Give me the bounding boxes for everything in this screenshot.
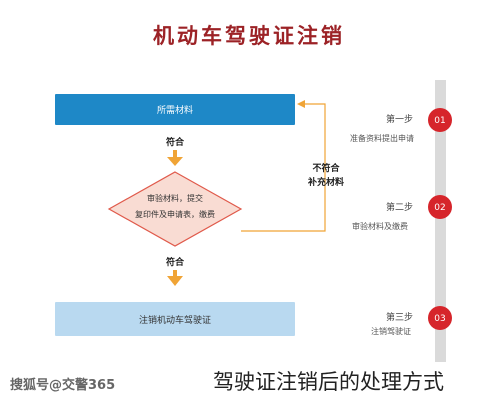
step-2-title: 第二步 bbox=[386, 203, 414, 213]
step-badge-02-label: 02 bbox=[434, 203, 445, 213]
arrow-down-1 bbox=[167, 157, 183, 166]
arrow-down-2 bbox=[167, 276, 183, 286]
watermark-text: 搜狐号@交警365 bbox=[10, 378, 116, 393]
step-badge-01-label: 01 bbox=[434, 116, 445, 126]
step-2-desc: 审验材料及缴费 bbox=[352, 222, 408, 231]
label-pass-1: 符合 bbox=[165, 138, 184, 148]
box-cancel-license bbox=[55, 302, 295, 336]
feedback-loop-line bbox=[241, 103, 326, 232]
step-3-title: 第三步 bbox=[386, 313, 414, 323]
step-1-desc: 准备资料提出申请 bbox=[350, 134, 414, 143]
step-badge-01 bbox=[428, 108, 452, 132]
step-badge-02 bbox=[428, 195, 452, 219]
step-badge-03-label: 03 bbox=[434, 314, 445, 324]
label-pass-2: 符合 bbox=[165, 258, 184, 268]
diagram-title: 机动车驾驶证注销 bbox=[153, 24, 345, 48]
decision-diamond bbox=[107, 171, 243, 247]
timeline-track bbox=[435, 80, 446, 362]
box-required-materials-label: 所需材料 bbox=[156, 106, 193, 116]
caption-text: 驾驶证注销后的处理方式 bbox=[213, 370, 444, 394]
diamond-text-line2: 复印件及申请表，缴费 bbox=[135, 210, 215, 219]
step-1-title: 第一步 bbox=[386, 115, 414, 125]
box-cancel-license-label: 注销机动车驾驶证 bbox=[138, 316, 211, 326]
diamond-text-line1: 审验材料，提交 bbox=[147, 194, 203, 203]
box-required-materials bbox=[55, 94, 295, 125]
feedback-arrowhead bbox=[297, 100, 305, 108]
step-3-desc: 注销驾驶证 bbox=[371, 327, 411, 336]
label-fail-line1: 不符合 bbox=[312, 164, 340, 174]
step-badge-03 bbox=[428, 306, 452, 330]
label-fail-line2: 补充材料 bbox=[307, 178, 344, 188]
